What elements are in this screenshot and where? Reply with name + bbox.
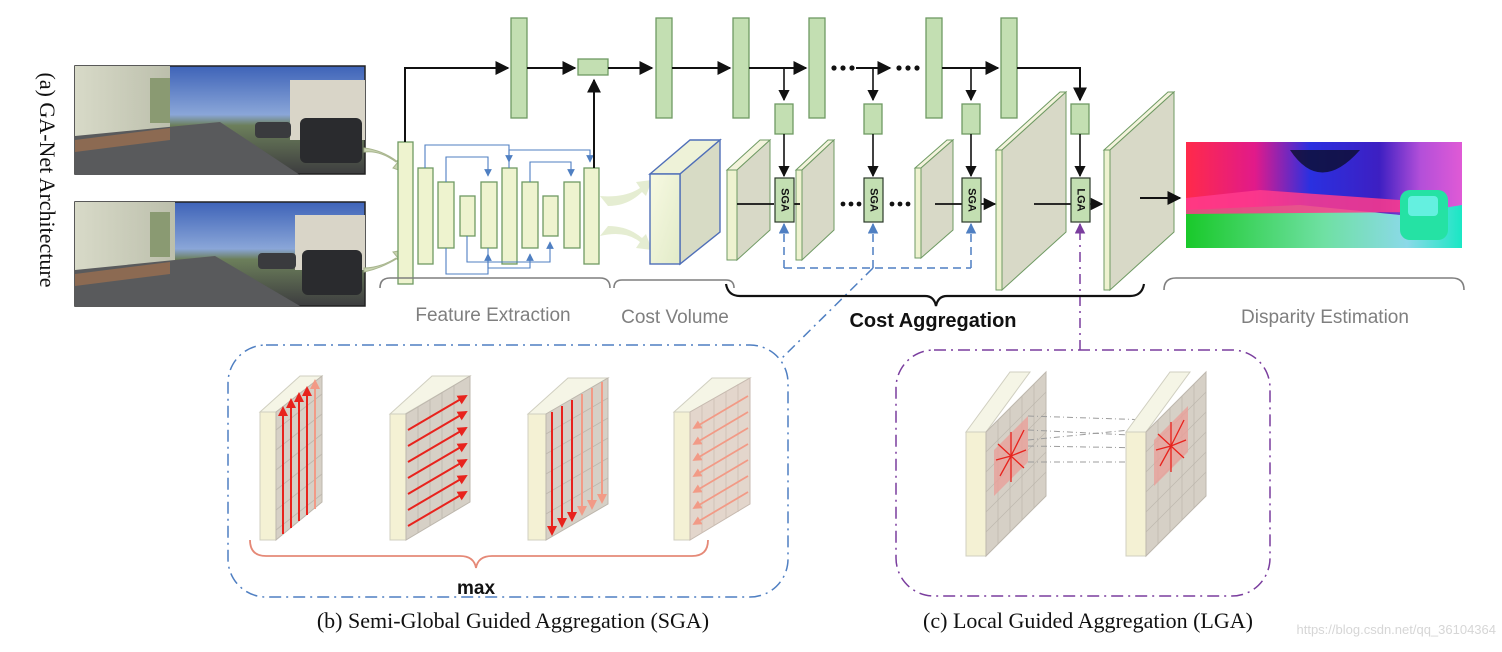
label-cost-volume: Cost Volume: [621, 307, 729, 328]
cost-volume: [600, 138, 722, 266]
sga-callout-lines: [778, 222, 977, 361]
lga-slab-source: [965, 370, 1047, 558]
lga-slab-target: [1125, 370, 1207, 558]
lga-module: LGA: [1070, 177, 1091, 223]
feature-extraction-network: [397, 141, 600, 285]
section-braces: [379, 277, 1465, 307]
input-image-left: [74, 65, 366, 175]
sga-slab-up: [258, 374, 324, 542]
max-label: max: [457, 578, 495, 599]
lga-panel-caption: (c) Local Guided Aggregation (LGA): [923, 608, 1253, 633]
sga-module-3: SGA: [961, 177, 982, 223]
svg-text:LGA: LGA: [1075, 188, 1087, 211]
sga-panel-caption: (b) Semi-Global Guided Aggregation (SGA): [317, 608, 709, 633]
aggregation-blocks: [725, 90, 1176, 292]
svg-text:SGA: SGA: [966, 188, 978, 212]
sga-slab-left: [672, 377, 752, 541]
sga-panel: max: [227, 344, 789, 599]
label-disparity-estimation: Disparity Estimation: [1241, 307, 1409, 328]
label-feature-extraction: Feature Extraction: [415, 305, 570, 326]
sga-module-1: SGA: [774, 177, 795, 223]
label-cost-aggregation: Cost Aggregation: [849, 310, 1016, 332]
disparity-map: [1186, 142, 1462, 248]
guidance-network: [404, 17, 1090, 178]
input-image-right: [74, 201, 366, 307]
aggregation-flow: SGA SGA SGA LGA: [737, 177, 1182, 223]
sga-module-2: SGA: [863, 177, 884, 223]
side-title: (a) GA-Net Architecture: [35, 72, 60, 287]
sga-slab-down: [526, 377, 610, 541]
sga-slab-right: [388, 375, 472, 541]
svg-text:SGA: SGA: [868, 188, 880, 212]
watermark: https://blog.csdn.net/qq_36104364: [1297, 622, 1497, 637]
max-brace: [249, 539, 709, 569]
svg-text:SGA: SGA: [779, 188, 791, 212]
lga-panel: [895, 349, 1271, 597]
